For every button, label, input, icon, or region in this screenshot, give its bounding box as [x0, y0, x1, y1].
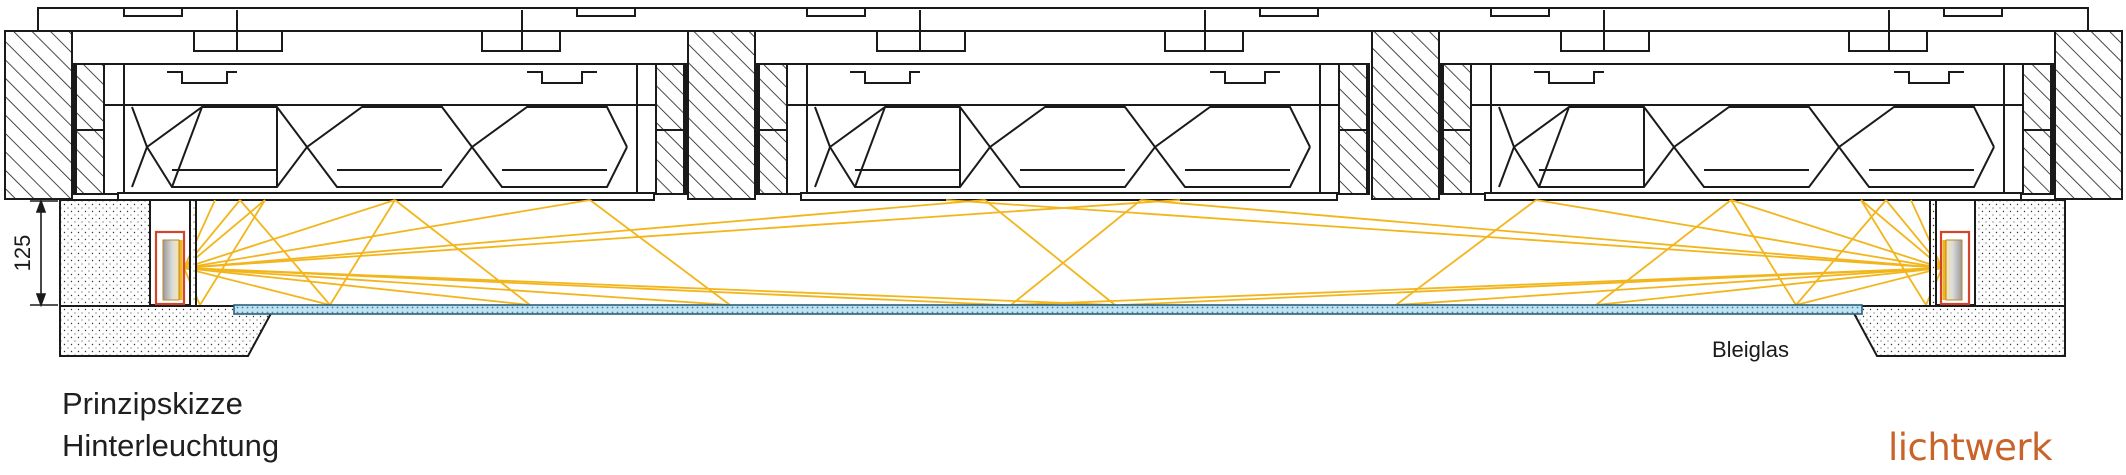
light-ray [183, 267, 1116, 306]
light-ray [183, 199, 986, 269]
material-label: Bleiglas [1712, 337, 1789, 362]
caption-line-1: Prinzipskizze [62, 386, 243, 421]
light-ray [1795, 267, 1943, 306]
light-ray [183, 267, 531, 306]
light-ray [183, 267, 331, 306]
light-ray [1730, 199, 1943, 269]
light-ray [183, 199, 1181, 269]
light-ray [199, 199, 266, 306]
light-ray [1535, 199, 1943, 269]
light-ray [1860, 199, 1943, 269]
dimension-label: 125 [10, 235, 35, 272]
led-module-left [154, 230, 186, 306]
lead-glass-pane [233, 304, 1863, 315]
frame-structure [59, 199, 2066, 357]
light-ray [183, 199, 591, 269]
light-ray [1010, 267, 1943, 306]
light-ray [329, 199, 396, 306]
ceiling-bays [73, 8, 2054, 201]
light-ray [1140, 199, 1943, 269]
light-ray [183, 199, 266, 269]
light-rays [183, 199, 1943, 306]
light-ray [183, 267, 731, 306]
ceiling-bay [756, 8, 1370, 201]
light-ray [1395, 267, 1943, 306]
ceiling-bay [73, 8, 687, 201]
ceiling-structure [4, 7, 2123, 200]
led-module-right [1939, 230, 1971, 306]
light-ray [589, 199, 731, 306]
light-ray [394, 199, 531, 306]
light-ray [1595, 199, 1732, 306]
ceiling-bay [1440, 8, 2054, 201]
light-ray [183, 199, 216, 269]
dimension-marker [30, 198, 58, 308]
light-ray [1595, 267, 1943, 306]
light-ray [1910, 199, 1943, 269]
light-ray [1795, 199, 1887, 306]
light-ray [1860, 199, 1927, 306]
light-ray [1010, 199, 1142, 306]
light-ray [1730, 199, 1797, 306]
caption-line-2: Hinterleuchtung [62, 428, 280, 463]
light-ray [945, 199, 1943, 269]
light-ray [984, 199, 1116, 306]
light-ray [183, 199, 396, 269]
light-ray [239, 199, 331, 306]
brand-logo: lichtwerk [1888, 426, 2053, 469]
light-ray [1395, 199, 1537, 306]
